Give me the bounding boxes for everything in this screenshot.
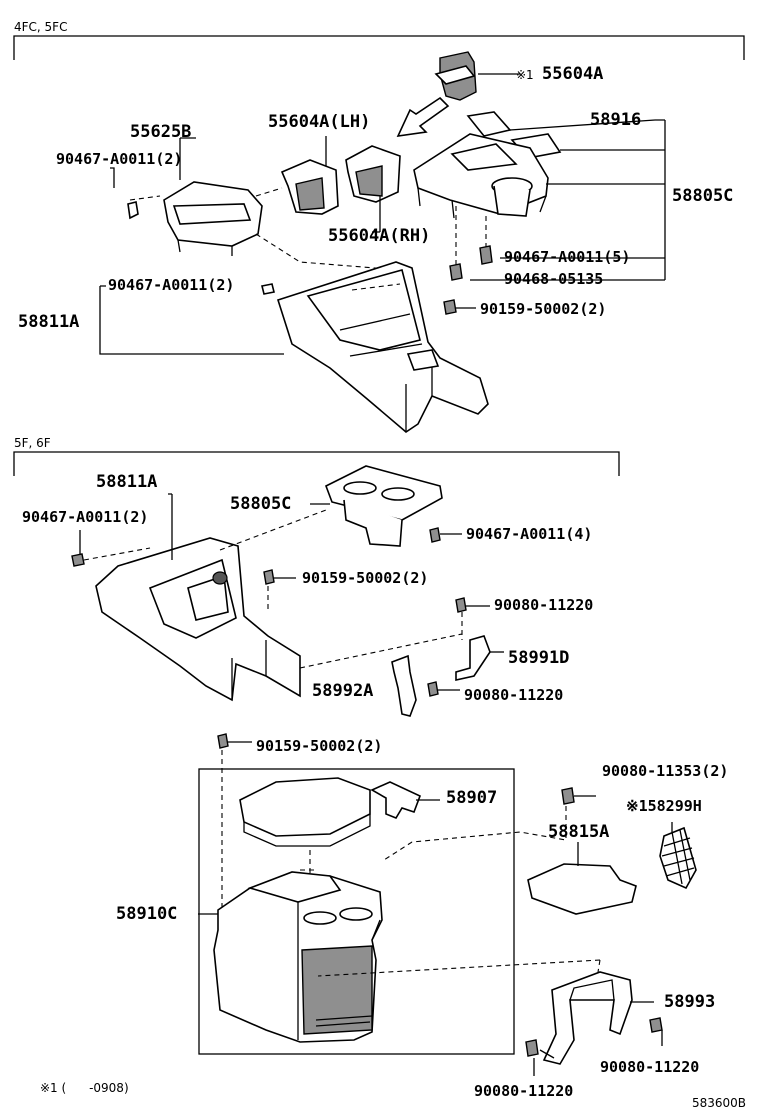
bracket-58993 (542, 971, 633, 1065)
section-bracket-top (13, 35, 745, 60)
cup-holder-LH (280, 159, 339, 215)
hinge-58907 (370, 781, 422, 819)
part-90080-11220-b[interactable]: 90080-11220 (464, 686, 564, 704)
part-90467-A0011-2-left[interactable]: 90467-A0011(2) (22, 508, 149, 526)
part-58910C[interactable]: 58910C (116, 904, 178, 924)
diagram-id: 583600B (692, 1096, 747, 1110)
part-55625B[interactable]: 55625B (130, 122, 192, 142)
armrest-lid (239, 777, 371, 847)
part-58993[interactable]: 58993 (664, 992, 716, 1012)
part-58992A[interactable]: 58992A (312, 681, 374, 701)
pad-58916 (466, 111, 512, 137)
footnote: ※1 ( -0908) (40, 1081, 129, 1095)
part-90159-50002-2-mid[interactable]: 90159-50002(2) (302, 569, 429, 587)
direction-arrow (396, 96, 450, 137)
part-90080-11220-a[interactable]: 90080-11220 (494, 596, 594, 614)
section-label-middle: 5F, 6F (14, 436, 51, 450)
console-box-frame (198, 768, 515, 1055)
cup-holder-RH (345, 145, 401, 203)
console-58811A-mid (95, 537, 301, 702)
note-mark-top: ※1 (516, 68, 534, 82)
bracket-58992A (391, 654, 417, 717)
shifter-bezel-58805C-mid (324, 465, 443, 547)
net-58299H (659, 826, 697, 890)
part-58916[interactable]: 58916 (590, 110, 642, 130)
section-bracket-middle (13, 451, 620, 476)
part-90080-11220-d[interactable]: 90080-11220 (474, 1082, 574, 1100)
tray-55625B (163, 181, 263, 256)
part-58805C-mid[interactable]: 58805C (230, 494, 292, 514)
part-90080-11220-c[interactable]: 90080-11220 (600, 1058, 700, 1076)
clip-55625B (127, 201, 139, 220)
clip-mid-left (71, 553, 85, 567)
part-55604A-LH[interactable]: 55604A(LH) (268, 112, 371, 132)
part-58811A-mid[interactable]: 58811A (96, 472, 158, 492)
section-label-top: 4FC, 5FC (14, 20, 68, 34)
part-90159-50002-2-top[interactable]: 90159-50002(2) (480, 300, 607, 318)
part-90467-A0011-2-mid[interactable]: 90467-A0011(2) (108, 276, 235, 294)
part-55604A-RH[interactable]: 55604A(RH) (328, 226, 431, 246)
part-90080-11353-2[interactable]: 90080-11353(2) (602, 762, 729, 780)
part-90468-05135[interactable]: 90468-05135 (504, 270, 604, 288)
console-box-58910C (213, 871, 383, 1043)
part-90159-50002-2-low[interactable]: 90159-50002(2) (256, 737, 383, 755)
shifter-bezel-58805C (413, 133, 549, 219)
part-58907[interactable]: 58907 (446, 788, 498, 808)
part-58811A-top[interactable]: 58811A (18, 312, 80, 332)
part-55604A-top[interactable]: 55604A (542, 64, 604, 84)
mat-58815A (527, 863, 637, 915)
part-58805C-top[interactable]: 58805C (672, 186, 734, 206)
part-90467-A0011-4[interactable]: 90467-A0011(4) (466, 525, 593, 543)
part-58299H[interactable]: ※158299H (626, 797, 702, 815)
cup-insert-small (434, 51, 477, 101)
part-90467-A0011-5[interactable]: 90467-A0011(5) (504, 248, 631, 266)
part-90467-A0011-2-top[interactable]: 90467-A0011(2) (56, 150, 183, 168)
console-58811A-top (276, 261, 489, 434)
part-58991D[interactable]: 58991D (508, 648, 570, 668)
bracket-58991D (455, 635, 504, 681)
part-58815A[interactable]: 58815A (548, 822, 610, 842)
